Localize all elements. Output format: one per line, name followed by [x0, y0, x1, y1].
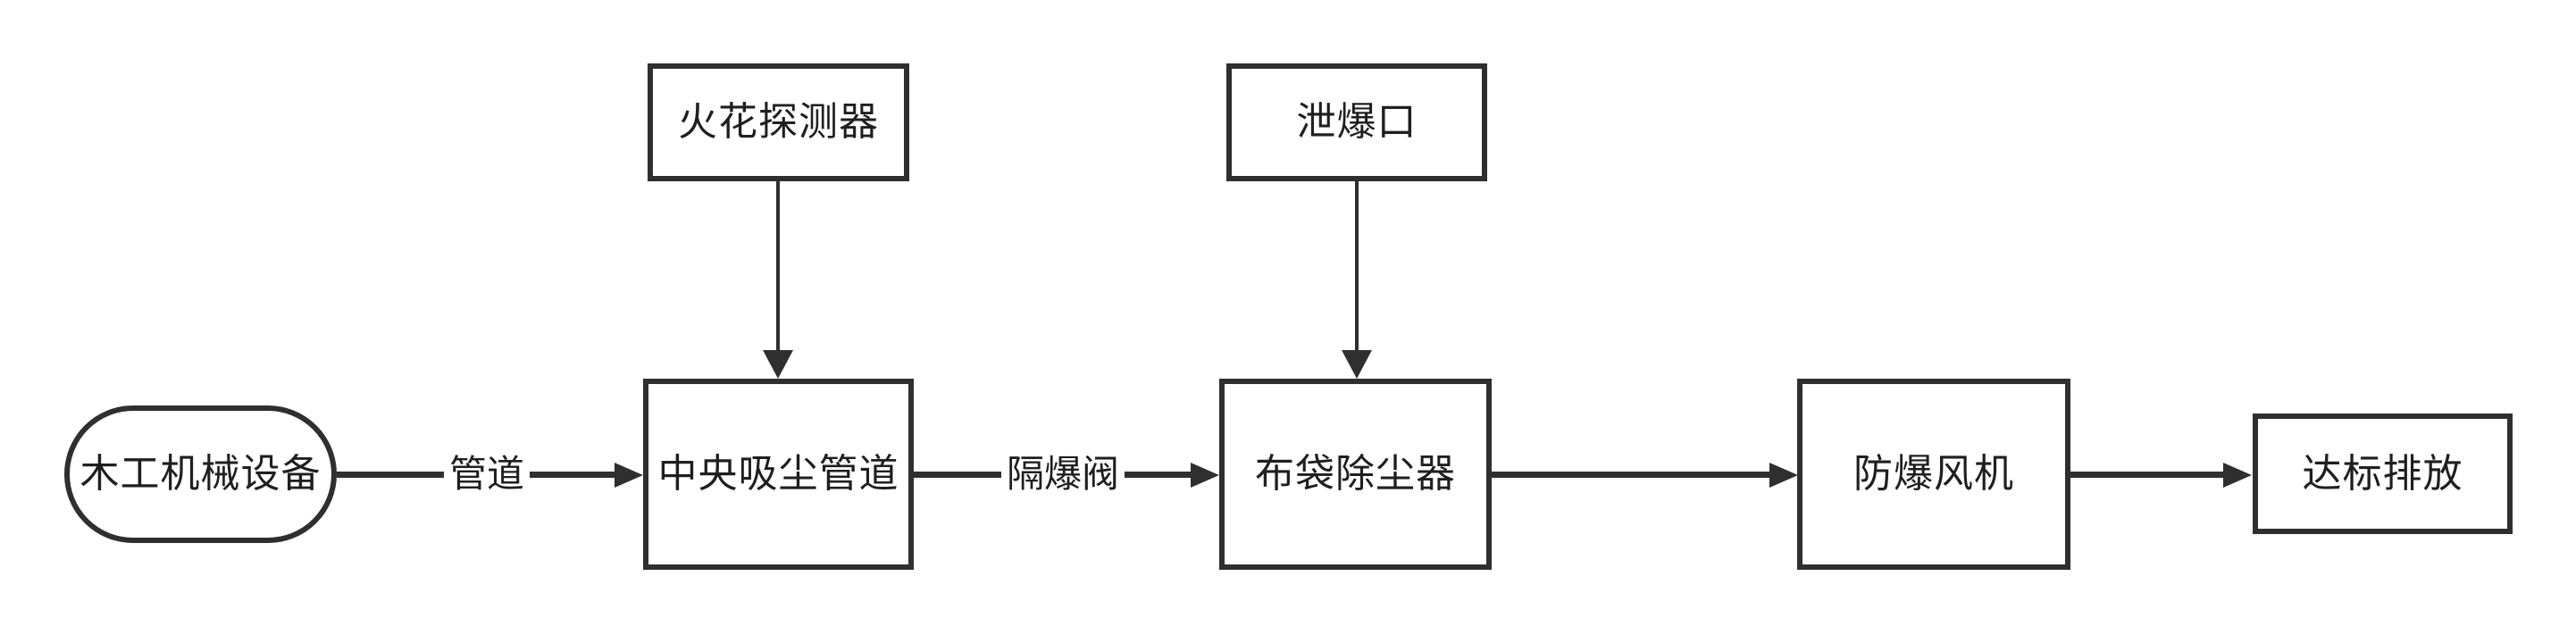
- edge-equipment-to-duct-arrowhead: [615, 463, 643, 488]
- node-compliant-discharge[interactable]: 达标排放: [2253, 414, 2513, 534]
- node-explosion-proof-fan[interactable]: 防爆风机: [1797, 379, 2070, 570]
- node-label-bag-filter: 布袋除尘器: [1255, 452, 1456, 496]
- edge-bagfilter-to-fan-arrowhead: [1769, 463, 1798, 488]
- edge-spark-detector-to-duct-arrowhead: [763, 350, 793, 379]
- node-explosion-vent[interactable]: 泄爆口: [1226, 63, 1487, 181]
- edge-fan-to-discharge-arrowhead: [2223, 463, 2252, 488]
- edge-duct-to-bagfilter-arrowhead: [1191, 463, 1219, 488]
- node-label-explosion-proof-fan: 防爆风机: [1853, 452, 2014, 496]
- edge-bagfilter-to-fan-line: [1492, 472, 1770, 478]
- edge-label-flameproof-valve: 隔爆阀: [1000, 454, 1125, 495]
- node-central-duct[interactable]: 中央吸尘管道: [643, 379, 914, 570]
- edge-label-pipeline: 管道: [443, 454, 531, 495]
- node-spark-detector[interactable]: 火花探测器: [648, 63, 909, 181]
- node-label-central-duct: 中央吸尘管道: [657, 452, 899, 496]
- node-label-woodworking-equipment: 木工机械设备: [79, 452, 322, 496]
- node-label-spark-detector: 火花探测器: [678, 100, 879, 144]
- node-label-compliant-discharge: 达标排放: [2302, 451, 2463, 496]
- node-woodworking-equipment[interactable]: 木工机械设备: [64, 405, 337, 543]
- node-bag-filter[interactable]: 布袋除尘器: [1219, 379, 1492, 570]
- edge-spark-detector-to-duct-line: [776, 179, 780, 354]
- edge-fan-to-discharge-line: [2070, 472, 2224, 478]
- edge-vent-to-bagfilter-line: [1355, 179, 1359, 354]
- node-label-explosion-vent: 泄爆口: [1296, 100, 1418, 144]
- edge-vent-to-bagfilter-arrowhead: [1342, 350, 1372, 379]
